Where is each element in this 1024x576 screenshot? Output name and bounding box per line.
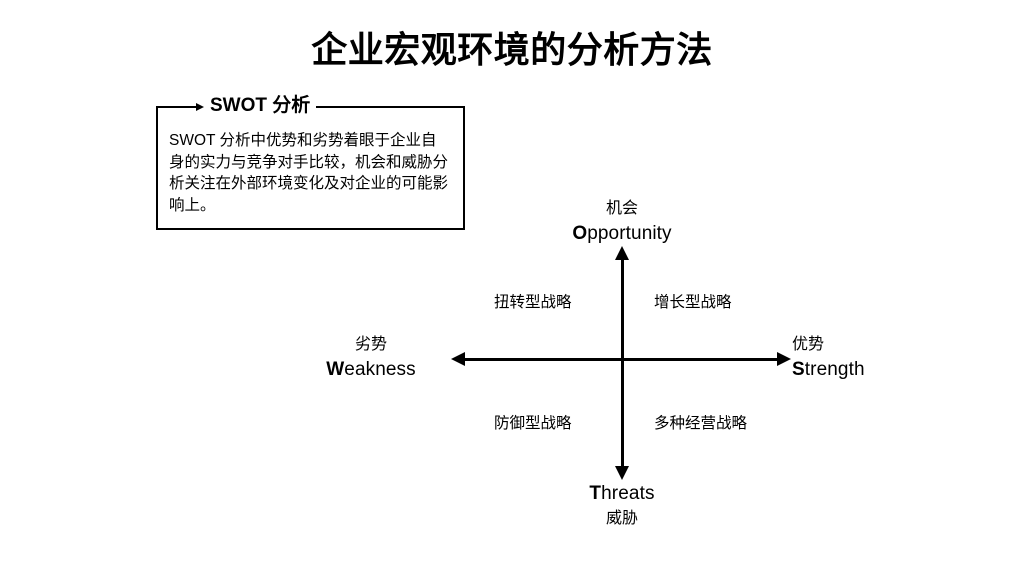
axis-label-opportunity-rest: pportunity bbox=[587, 223, 672, 244]
arrow-right-icon bbox=[777, 352, 791, 366]
axis-label-threats-rest: hreats bbox=[601, 483, 655, 504]
callout-border-bottom bbox=[156, 228, 465, 230]
callout-border-left bbox=[156, 106, 158, 230]
axis-label-strength-initial: S bbox=[792, 359, 805, 380]
arrow-down-icon bbox=[615, 466, 629, 480]
axis-label-weakness-cn: 劣势 bbox=[354, 336, 387, 353]
callout-border-top-right bbox=[314, 106, 465, 108]
axis-label-threats-cn: 威胁 bbox=[605, 510, 638, 527]
quadrant-label-top-left: 扭转型战略 bbox=[494, 294, 572, 311]
axis-label-opportunity-initial: O bbox=[572, 223, 588, 244]
axis-label-opportunity-en: Opportunity bbox=[502, 221, 742, 246]
axis-label-threats: Threats 威胁 bbox=[502, 481, 742, 531]
callout-border-top-left bbox=[156, 106, 198, 108]
callout-border-right bbox=[463, 106, 465, 230]
quadrant-label-bottom-right: 多种经营战略 bbox=[654, 415, 748, 432]
quadrant-label-bottom-left: 防御型战略 bbox=[494, 415, 572, 432]
arrow-right-icon bbox=[196, 102, 204, 111]
axis-label-opportunity-cn: 机会 bbox=[605, 200, 638, 217]
axis-label-weakness-en: Weakness bbox=[296, 357, 446, 382]
axis-label-weakness: 劣势 Weakness bbox=[296, 332, 446, 382]
axis-label-weakness-initial: W bbox=[326, 359, 345, 380]
axis-label-strength-cn: 优势 bbox=[792, 336, 825, 353]
arrow-left-icon bbox=[451, 352, 465, 366]
axis-label-opportunity: 机会 Opportunity bbox=[502, 196, 742, 246]
axis-label-threats-en: Threats bbox=[502, 481, 742, 506]
swot-callout-heading: SWOT 分析 bbox=[208, 94, 317, 118]
swot-callout-body: SWOT 分析中优势和劣势着眼于企业自身的实力与竞争对手比较，机会和威胁分析关注… bbox=[169, 132, 449, 214]
axis-label-weakness-rest: eakness bbox=[344, 359, 416, 380]
vertical-axis-line bbox=[621, 258, 624, 470]
axis-label-strength: 优势 Strength bbox=[792, 332, 952, 382]
axis-label-strength-rest: trength bbox=[804, 359, 865, 380]
page-title: 企业宏观环境的分析方法 bbox=[311, 29, 713, 70]
axis-label-strength-en: Strength bbox=[792, 357, 952, 382]
horizontal-axis-line bbox=[463, 358, 779, 361]
axis-label-threats-initial: T bbox=[589, 483, 602, 504]
arrow-up-icon bbox=[615, 246, 629, 260]
quadrant-label-top-right: 增长型战略 bbox=[654, 294, 732, 311]
swot-callout-box: SWOT 分析 SWOT 分析中优势和劣势着眼于企业自身的实力与竞争对手比较，机… bbox=[156, 94, 465, 230]
